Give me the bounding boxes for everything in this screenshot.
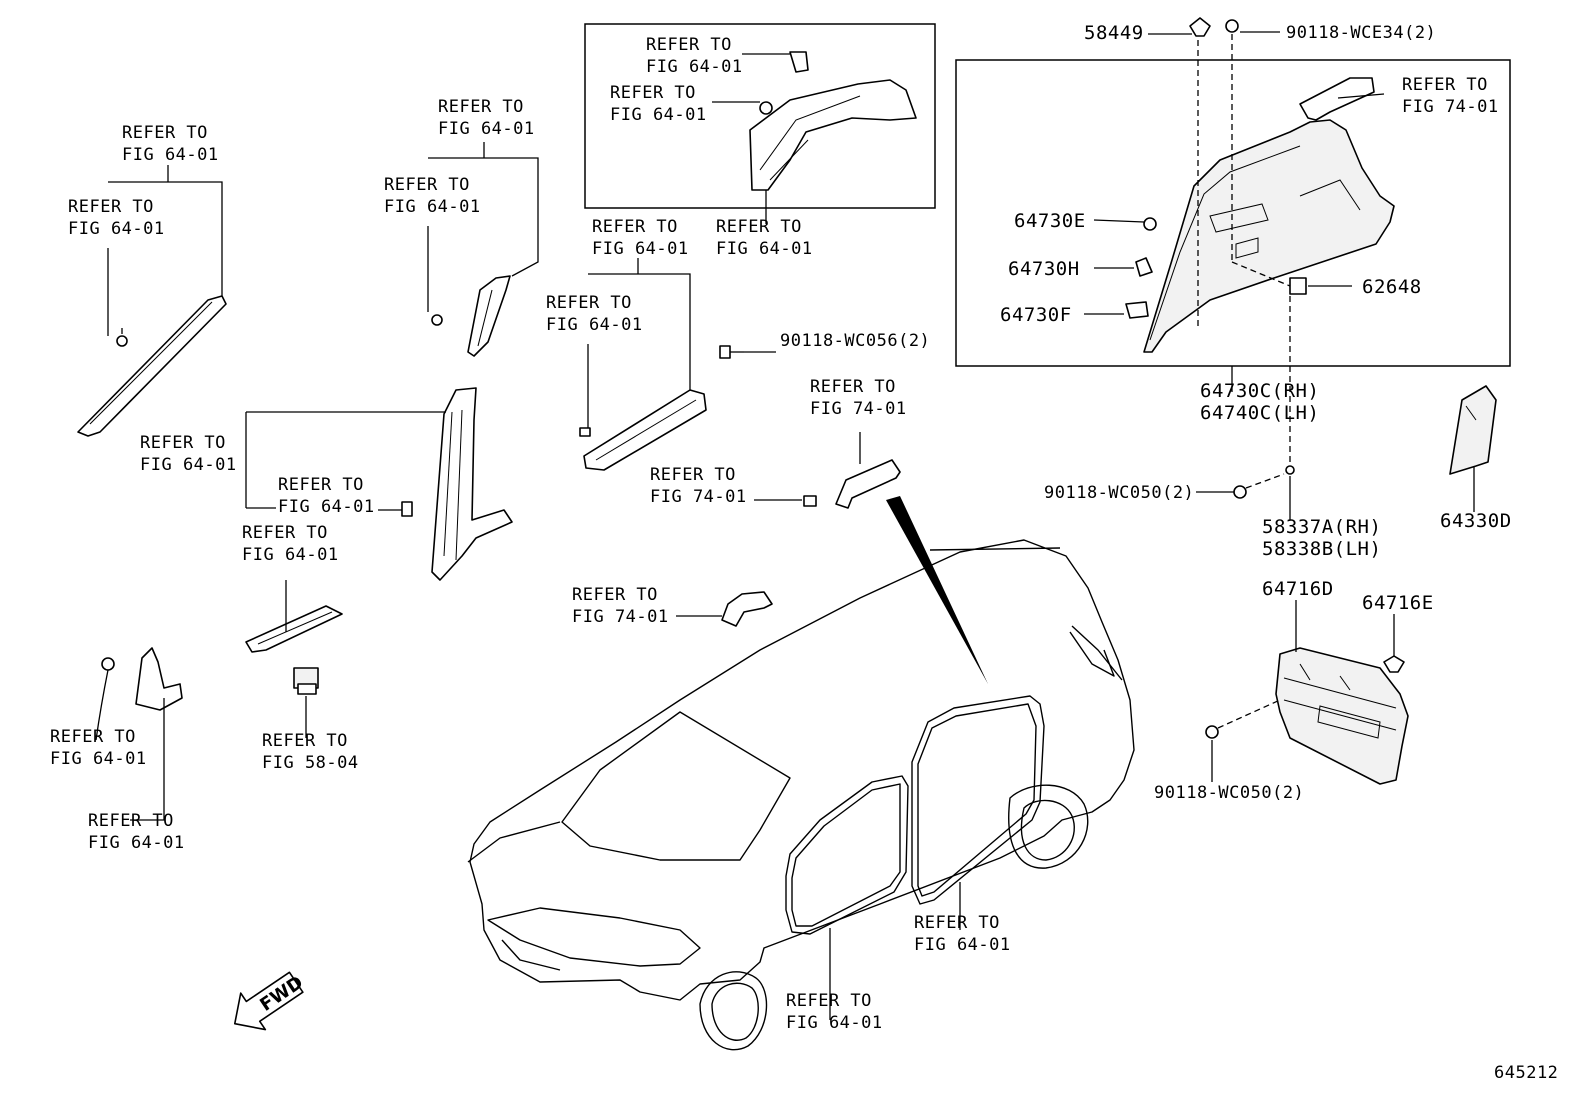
back-door-scuff-plate [1275,647,1409,785]
leader-line [428,157,539,277]
leader-line [95,669,109,741]
rear-quarter-trim-box [955,59,1511,367]
quarter-upper-trim [749,79,917,191]
part-number-64716d[interactable]: 64716D [1262,578,1334,600]
assist-grip-front [721,591,773,627]
center-pillar-lower-garnish [431,387,513,581]
front-door-scuff-plate [245,605,343,653]
front-pillar-garnish [77,295,227,437]
clip-icon [116,328,128,347]
clip-icon [1189,17,1211,37]
part-number-58337a[interactable]: 58337A(RH) [1262,516,1382,538]
clip-icon [789,51,809,73]
upper-trim-inset-box [584,23,936,209]
part-number-64330d[interactable]: 64330D [1440,510,1512,532]
clip-icon [431,314,443,326]
clip-icon [101,657,115,671]
part-number-90118-wce34[interactable]: 90118-WCE34(2) [1286,23,1437,43]
bolt-icon [1233,485,1247,499]
clip-icon [1285,465,1295,475]
clip-icon [1143,217,1157,231]
part-number-64730f[interactable]: 64730F [1000,304,1072,326]
part-number-58338b[interactable]: 58338B(LH) [1262,538,1382,560]
part-number-64730e[interactable]: 64730E [1014,210,1086,232]
figure-number: 645212 [1494,1063,1559,1083]
pointer-wedge [886,496,988,684]
bolt-icon [1225,19,1239,33]
vehicle-body-outline [467,539,1135,1051]
clip-icon [579,427,591,437]
part-number-64740c[interactable]: 64740C(LH) [1200,402,1320,424]
door-opening-weatherstrip [785,695,1045,935]
cover-icon [1289,277,1307,295]
connector-icon [293,667,319,695]
part-number-90118-wc050-b[interactable]: 90118-WC050(2) [1154,783,1305,803]
part-number-64730h[interactable]: 64730H [1008,258,1080,280]
part-number-58449[interactable]: 58449 [1084,22,1144,44]
center-pillar-upper-garnish [467,275,511,357]
part-number-64730c[interactable]: 64730C(RH) [1200,380,1320,402]
bolt-icon [1205,725,1219,739]
bolt-icon [803,495,817,507]
part-number-64716e[interactable]: 64716E [1362,592,1434,614]
side-cover-panel [1449,385,1497,475]
cowl-side-trim [135,647,183,711]
leader-line [108,181,223,296]
clip-icon [1125,301,1149,319]
rear-quarter-trim-panel [1143,119,1395,353]
rear-door-scuff-plate [583,389,707,471]
part-number-90118-wc050-a[interactable]: 90118-WC050(2) [1044,483,1195,503]
clip-icon [1135,257,1153,277]
forward-arrow-icon: FWD [233,971,307,1031]
part-number-62648[interactable]: 62648 [1362,276,1422,298]
assist-grip-rear [835,459,901,509]
deck-side-cover [1299,77,1375,121]
clip-icon [759,101,773,115]
clip-icon [1383,655,1405,673]
part-number-90118-wc056[interactable]: 90118-WC056(2) [780,331,931,351]
clip-icon [401,501,413,517]
bolt-icon [719,345,744,359]
